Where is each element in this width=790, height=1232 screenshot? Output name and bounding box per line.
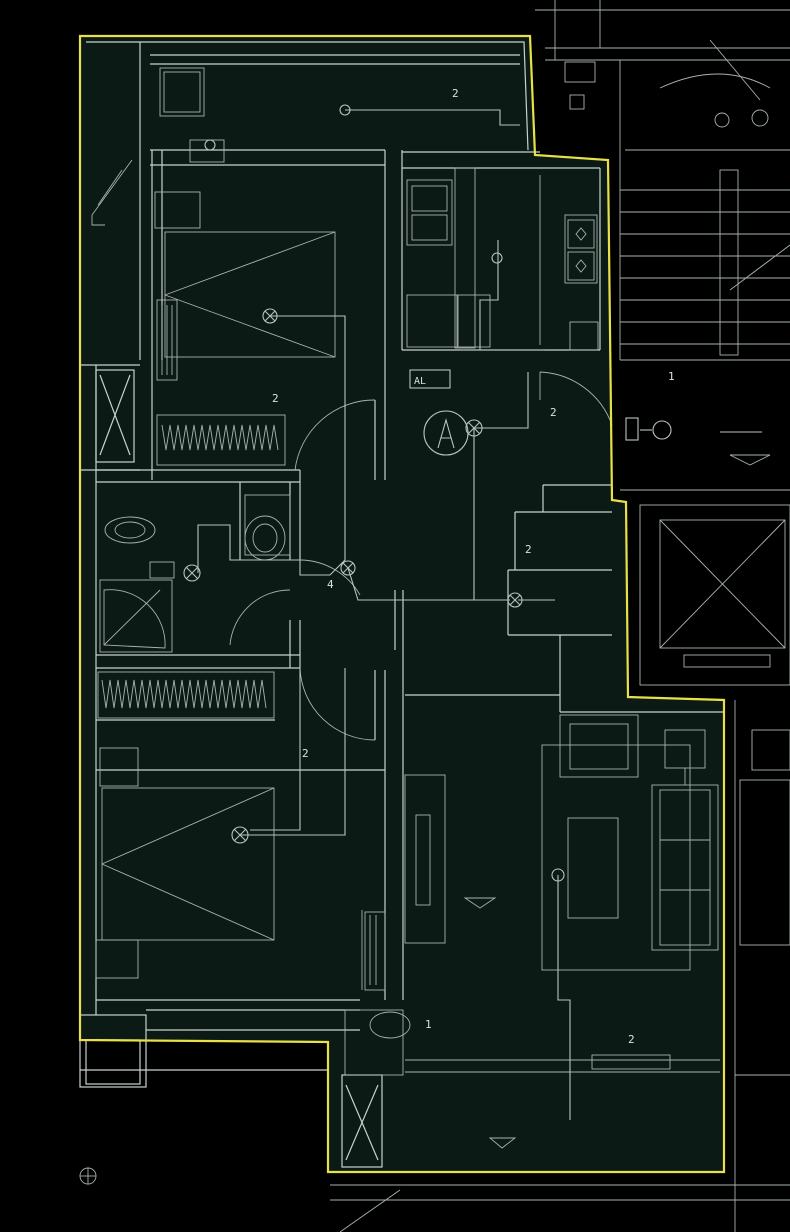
- door-swing-icon: [229, 371, 613, 741]
- socket-icon: [204, 104, 565, 882]
- circuit-label-kitchen: 2: [550, 406, 557, 419]
- entry-fixtures: [344, 1009, 720, 1076]
- stair-number-label: 1: [668, 370, 675, 383]
- sofa-icon: [404, 714, 719, 971]
- bed-icon: [95, 747, 386, 991]
- balcony-tick-label: 1: [425, 1018, 432, 1031]
- bathroom-fixtures: [99, 494, 291, 653]
- circuit-wiring: [197, 109, 571, 1120]
- neighbor-structure-top: [535, 0, 790, 360]
- entrance-light-icon: [625, 417, 762, 441]
- circuit-label-hall: 2: [525, 543, 532, 556]
- north-arrow-icon: [79, 1167, 97, 1185]
- kitchen-fixtures: [406, 167, 599, 351]
- bedroom1-furniture: [91, 67, 336, 466]
- entry-tick-label: 4: [327, 578, 334, 591]
- unit-fill: [80, 36, 724, 1172]
- bedroom2-wardrobe: [97, 671, 275, 719]
- circuit-label-bedroom1: 2: [272, 392, 279, 405]
- circuit-label-top: 2: [452, 87, 459, 100]
- stairwell: [620, 169, 790, 491]
- elevator-shaft: [639, 504, 790, 686]
- exterior-walls: [79, 41, 529, 1168]
- distribution-board-label: AL: [414, 376, 426, 387]
- neighbor-structure-bottom: [330, 700, 790, 1232]
- bathroom-light: [183, 564, 201, 582]
- level-marks: [463, 454, 771, 1149]
- circuit-label-bedroom2: 2: [302, 747, 309, 760]
- circuit-label-balcony: 2: [628, 1033, 635, 1046]
- interior-walls: [96, 149, 724, 1000]
- distribution-board-icon: AL: [409, 369, 451, 389]
- unit-boundary: [78, 34, 726, 1174]
